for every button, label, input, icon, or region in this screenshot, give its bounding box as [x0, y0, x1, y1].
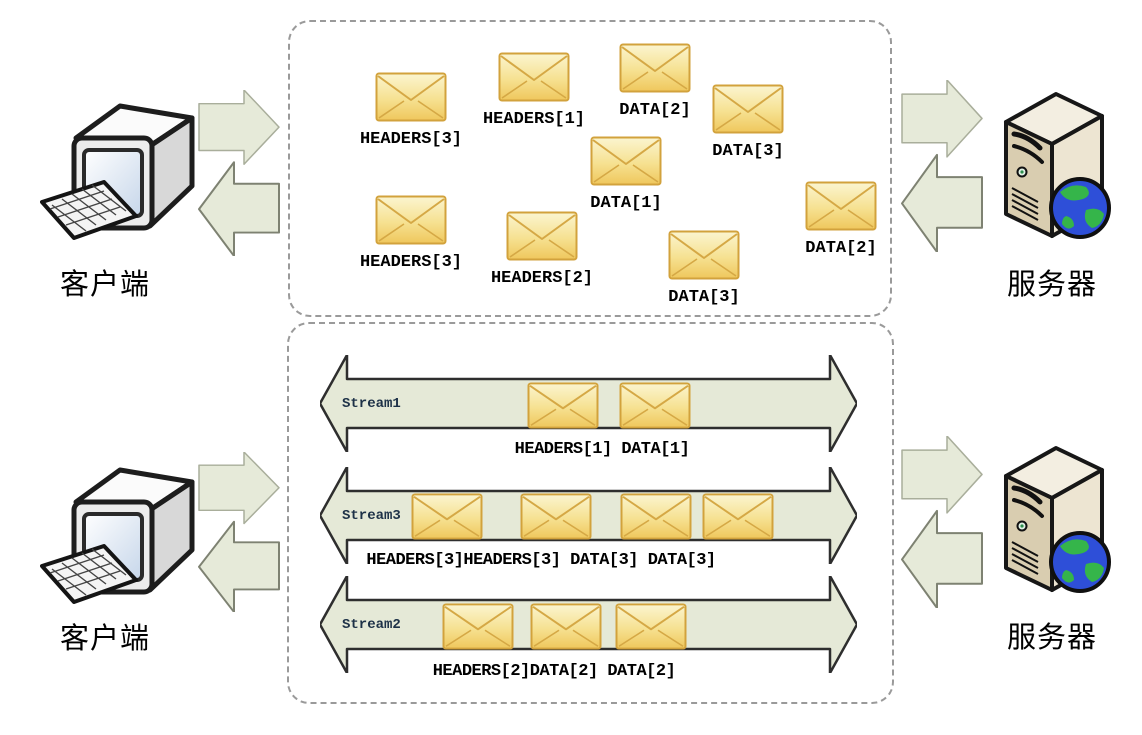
envelope-icon: [506, 211, 578, 261]
envelope-icon: [805, 181, 877, 231]
frame-item: DATA[2]: [619, 43, 691, 120]
frame-item: HEADERS[2]: [491, 211, 593, 288]
server-label: 服务器: [1006, 267, 1097, 301]
client-computer-icon: [40, 80, 210, 250]
frame-item: HEADERS[3]: [360, 72, 462, 149]
client-computer-icon: [40, 444, 210, 614]
stream-caption: HEADERS[3]HEADERS[3] DATA[3] DATA[3]: [366, 551, 716, 570]
client-label: 客户端: [59, 267, 150, 301]
frame-label: HEADERS[3]: [359, 130, 463, 149]
frame-label: DATA[3]: [668, 288, 740, 307]
frame-item: DATA[1]: [590, 136, 662, 213]
bidirectional-arrows-icon: [898, 80, 986, 252]
interleaved-frames-box: HEADERS[3] HEADERS[1] DATA[2] DATA[3] DA…: [288, 20, 892, 317]
server-tower-icon: [992, 76, 1116, 244]
envelope-icon: [375, 72, 447, 122]
envelope-icon: [619, 43, 691, 93]
server-label: 服务器: [1006, 620, 1097, 654]
envelope-icon: [520, 493, 592, 540]
envelope-icon: [590, 136, 662, 186]
envelope-icon: [712, 84, 784, 134]
envelope-icon: [530, 603, 602, 650]
frame-item: DATA[3]: [668, 230, 740, 307]
frame-item: HEADERS[3]: [360, 195, 462, 272]
frame-label: DATA[1]: [590, 194, 662, 213]
stream-name: Stream3: [342, 508, 401, 524]
stream-name: Stream2: [342, 617, 401, 633]
envelope-icon: [498, 52, 570, 102]
envelope-icon: [411, 493, 483, 540]
bidirectional-arrows-icon: [195, 90, 283, 256]
client-label: 客户端: [59, 621, 150, 655]
streams-box: Stream1 HEADERS[1] DATA[1] Stream3 HEADE…: [287, 322, 894, 704]
stream-row: Stream2: [320, 576, 857, 673]
stream-caption: HEADERS[2]DATA[2] DATA[2]: [432, 662, 676, 681]
frame-label: HEADERS[3]: [359, 253, 463, 272]
envelope-icon: [442, 603, 514, 650]
frame-label: HEADERS[1]: [482, 110, 586, 129]
bidirectional-arrows-icon: [898, 436, 986, 608]
envelope-icon: [702, 493, 774, 540]
stream-name: Stream1: [342, 396, 401, 412]
frame-label: DATA[2]: [619, 101, 691, 120]
envelope-icon: [620, 493, 692, 540]
frame-label: DATA[2]: [805, 239, 877, 258]
frame-item: HEADERS[1]: [483, 52, 585, 129]
envelope-icon: [375, 195, 447, 245]
bidirectional-arrows-icon: [195, 452, 283, 612]
envelope-icon: [668, 230, 740, 280]
stream-caption: HEADERS[1] DATA[1]: [514, 440, 690, 459]
envelope-icon: [619, 382, 691, 429]
envelope-icon: [527, 382, 599, 429]
stream-row: Stream1: [320, 355, 857, 452]
frame-label: DATA[3]: [712, 142, 784, 161]
server-tower-icon: [992, 430, 1116, 598]
frame-label: HEADERS[2]: [490, 269, 594, 288]
frame-item: DATA[3]: [712, 84, 784, 161]
envelope-icon: [615, 603, 687, 650]
stream-row: Stream3: [320, 467, 857, 564]
frame-item: DATA[2]: [805, 181, 877, 258]
